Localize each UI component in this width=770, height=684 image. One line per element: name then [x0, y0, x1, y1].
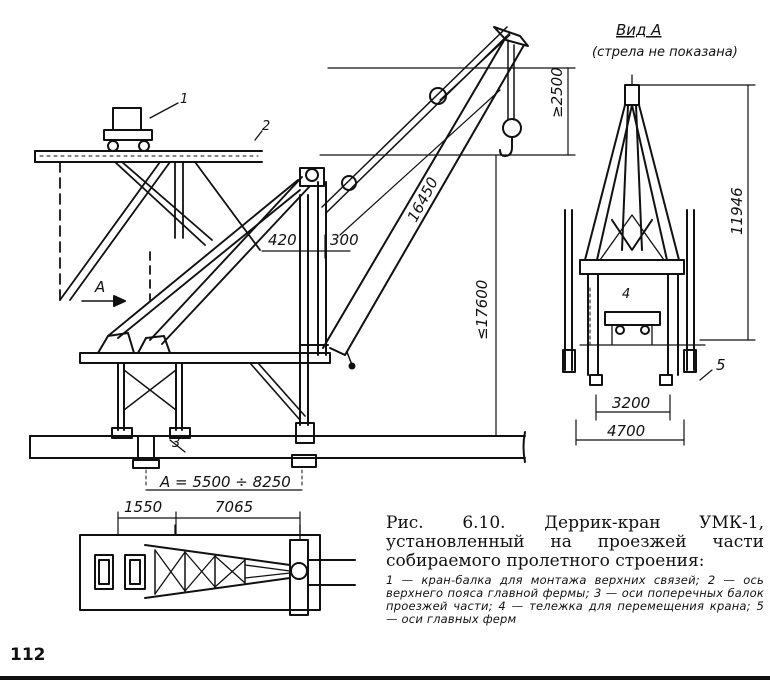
crane-mast — [291, 167, 329, 468]
crane-beam-trolley — [103, 102, 179, 152]
crane-platform — [79, 332, 331, 439]
dim-1550: 1550 — [124, 498, 162, 516]
dim-4700: 4700 — [607, 422, 645, 440]
arrow-a-label: A — [94, 278, 105, 296]
callout-5: 5 — [716, 356, 726, 374]
view-a-elevation — [562, 74, 706, 386]
view-a-title: Вид А — [616, 21, 661, 39]
view-a-note: (стрела не показана) — [592, 45, 738, 60]
dim-7065: 7065 — [215, 498, 253, 516]
dim-2500: ≥2500 — [548, 67, 566, 118]
dim-300: 300 — [330, 231, 359, 249]
figure-caption-title: Рис. 6.10. Деррик-кран УМК-1, установлен… — [386, 513, 764, 571]
lower-deck-girder — [29, 431, 526, 489]
dimension-lines-side — [117, 34, 576, 536]
page-number: 112 — [10, 645, 46, 665]
dim-11946: 11946 — [728, 187, 746, 235]
page-bottom-rule — [0, 676, 770, 680]
dim-420: 420 — [268, 231, 297, 249]
callout-1: 1 — [180, 92, 188, 107]
crane-back-stays — [107, 176, 311, 345]
dim-17600: ≤17600 — [473, 280, 491, 340]
upper-track-girder — [34, 150, 263, 163]
dim-3200: 3200 — [612, 394, 650, 412]
crane-hook — [499, 39, 522, 157]
figure-caption-legend: 1 — кран-балка для монтажа верхних связе… — [386, 573, 764, 626]
plan-view — [79, 524, 356, 616]
main-truss-side — [59, 161, 261, 301]
dim-span-a: A = 5500 ÷ 8250 — [159, 473, 291, 491]
callout-2: 2 — [262, 119, 270, 134]
callout-3: 3 — [172, 436, 180, 451]
dimension-lines-view-a — [575, 84, 756, 446]
view-a-arrow — [81, 295, 126, 307]
callout-4: 4 — [622, 287, 630, 302]
